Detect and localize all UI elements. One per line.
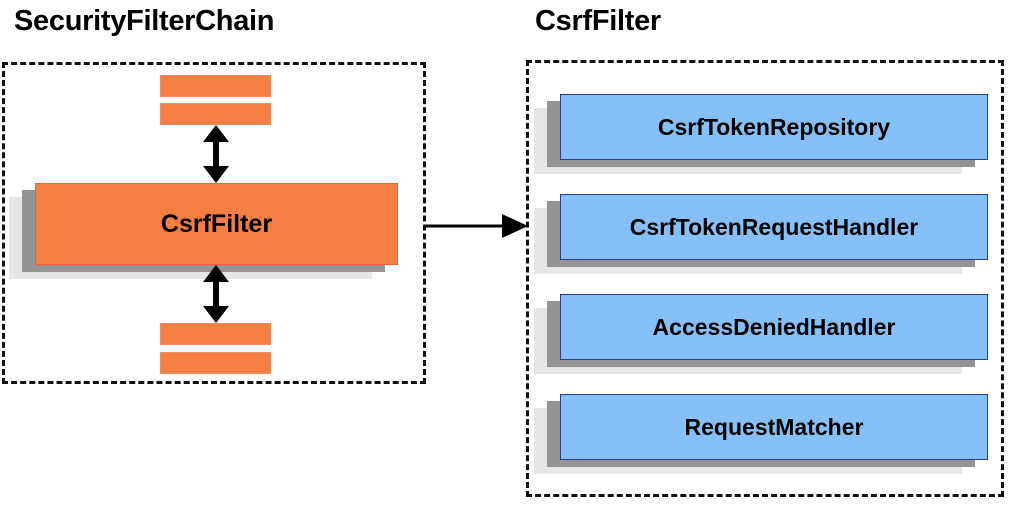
arrowhead-right-icon — [502, 214, 528, 238]
csrf-filter-boundary — [526, 60, 1004, 497]
arrow-shaft — [213, 275, 219, 313]
filter-bar-bottom-2 — [160, 352, 271, 374]
component-label: CsrfTokenRepository — [560, 94, 988, 160]
csrf-filter-label: CsrfFilter — [35, 183, 398, 265]
filter-bar-top-2 — [160, 103, 271, 125]
security-filter-chain-boundary — [2, 62, 426, 384]
filter-bar-bottom-1 — [160, 323, 271, 345]
arrowhead-down-icon — [203, 306, 229, 323]
connector-arrow — [426, 214, 528, 238]
arrow-shaft — [213, 135, 219, 173]
left-panel-title: SecurityFilterChain — [14, 5, 275, 37]
component-request-matcher[interactable]: RequestMatcher — [534, 394, 988, 474]
component-label: CsrfTokenRequestHandler — [560, 194, 988, 260]
component-label: AccessDeniedHandler — [560, 294, 988, 360]
arrow-bidirectional-top — [200, 125, 232, 183]
component-csrf-token-repository[interactable]: CsrfTokenRepository — [534, 94, 988, 174]
filter-bar-top-1 — [160, 75, 271, 97]
connector-shaft — [426, 224, 504, 228]
arrowhead-up-icon — [203, 265, 229, 282]
arrowhead-up-icon — [203, 125, 229, 142]
right-panel-title: CsrfFilter — [535, 5, 661, 37]
arrowhead-down-icon — [203, 166, 229, 183]
arrow-bidirectional-bottom — [200, 265, 232, 323]
component-csrf-token-request-handler[interactable]: CsrfTokenRequestHandler — [534, 194, 988, 274]
component-access-denied-handler[interactable]: AccessDeniedHandler — [534, 294, 988, 374]
component-label: RequestMatcher — [560, 394, 988, 460]
csrf-filter-block[interactable]: CsrfFilter — [9, 183, 398, 279]
